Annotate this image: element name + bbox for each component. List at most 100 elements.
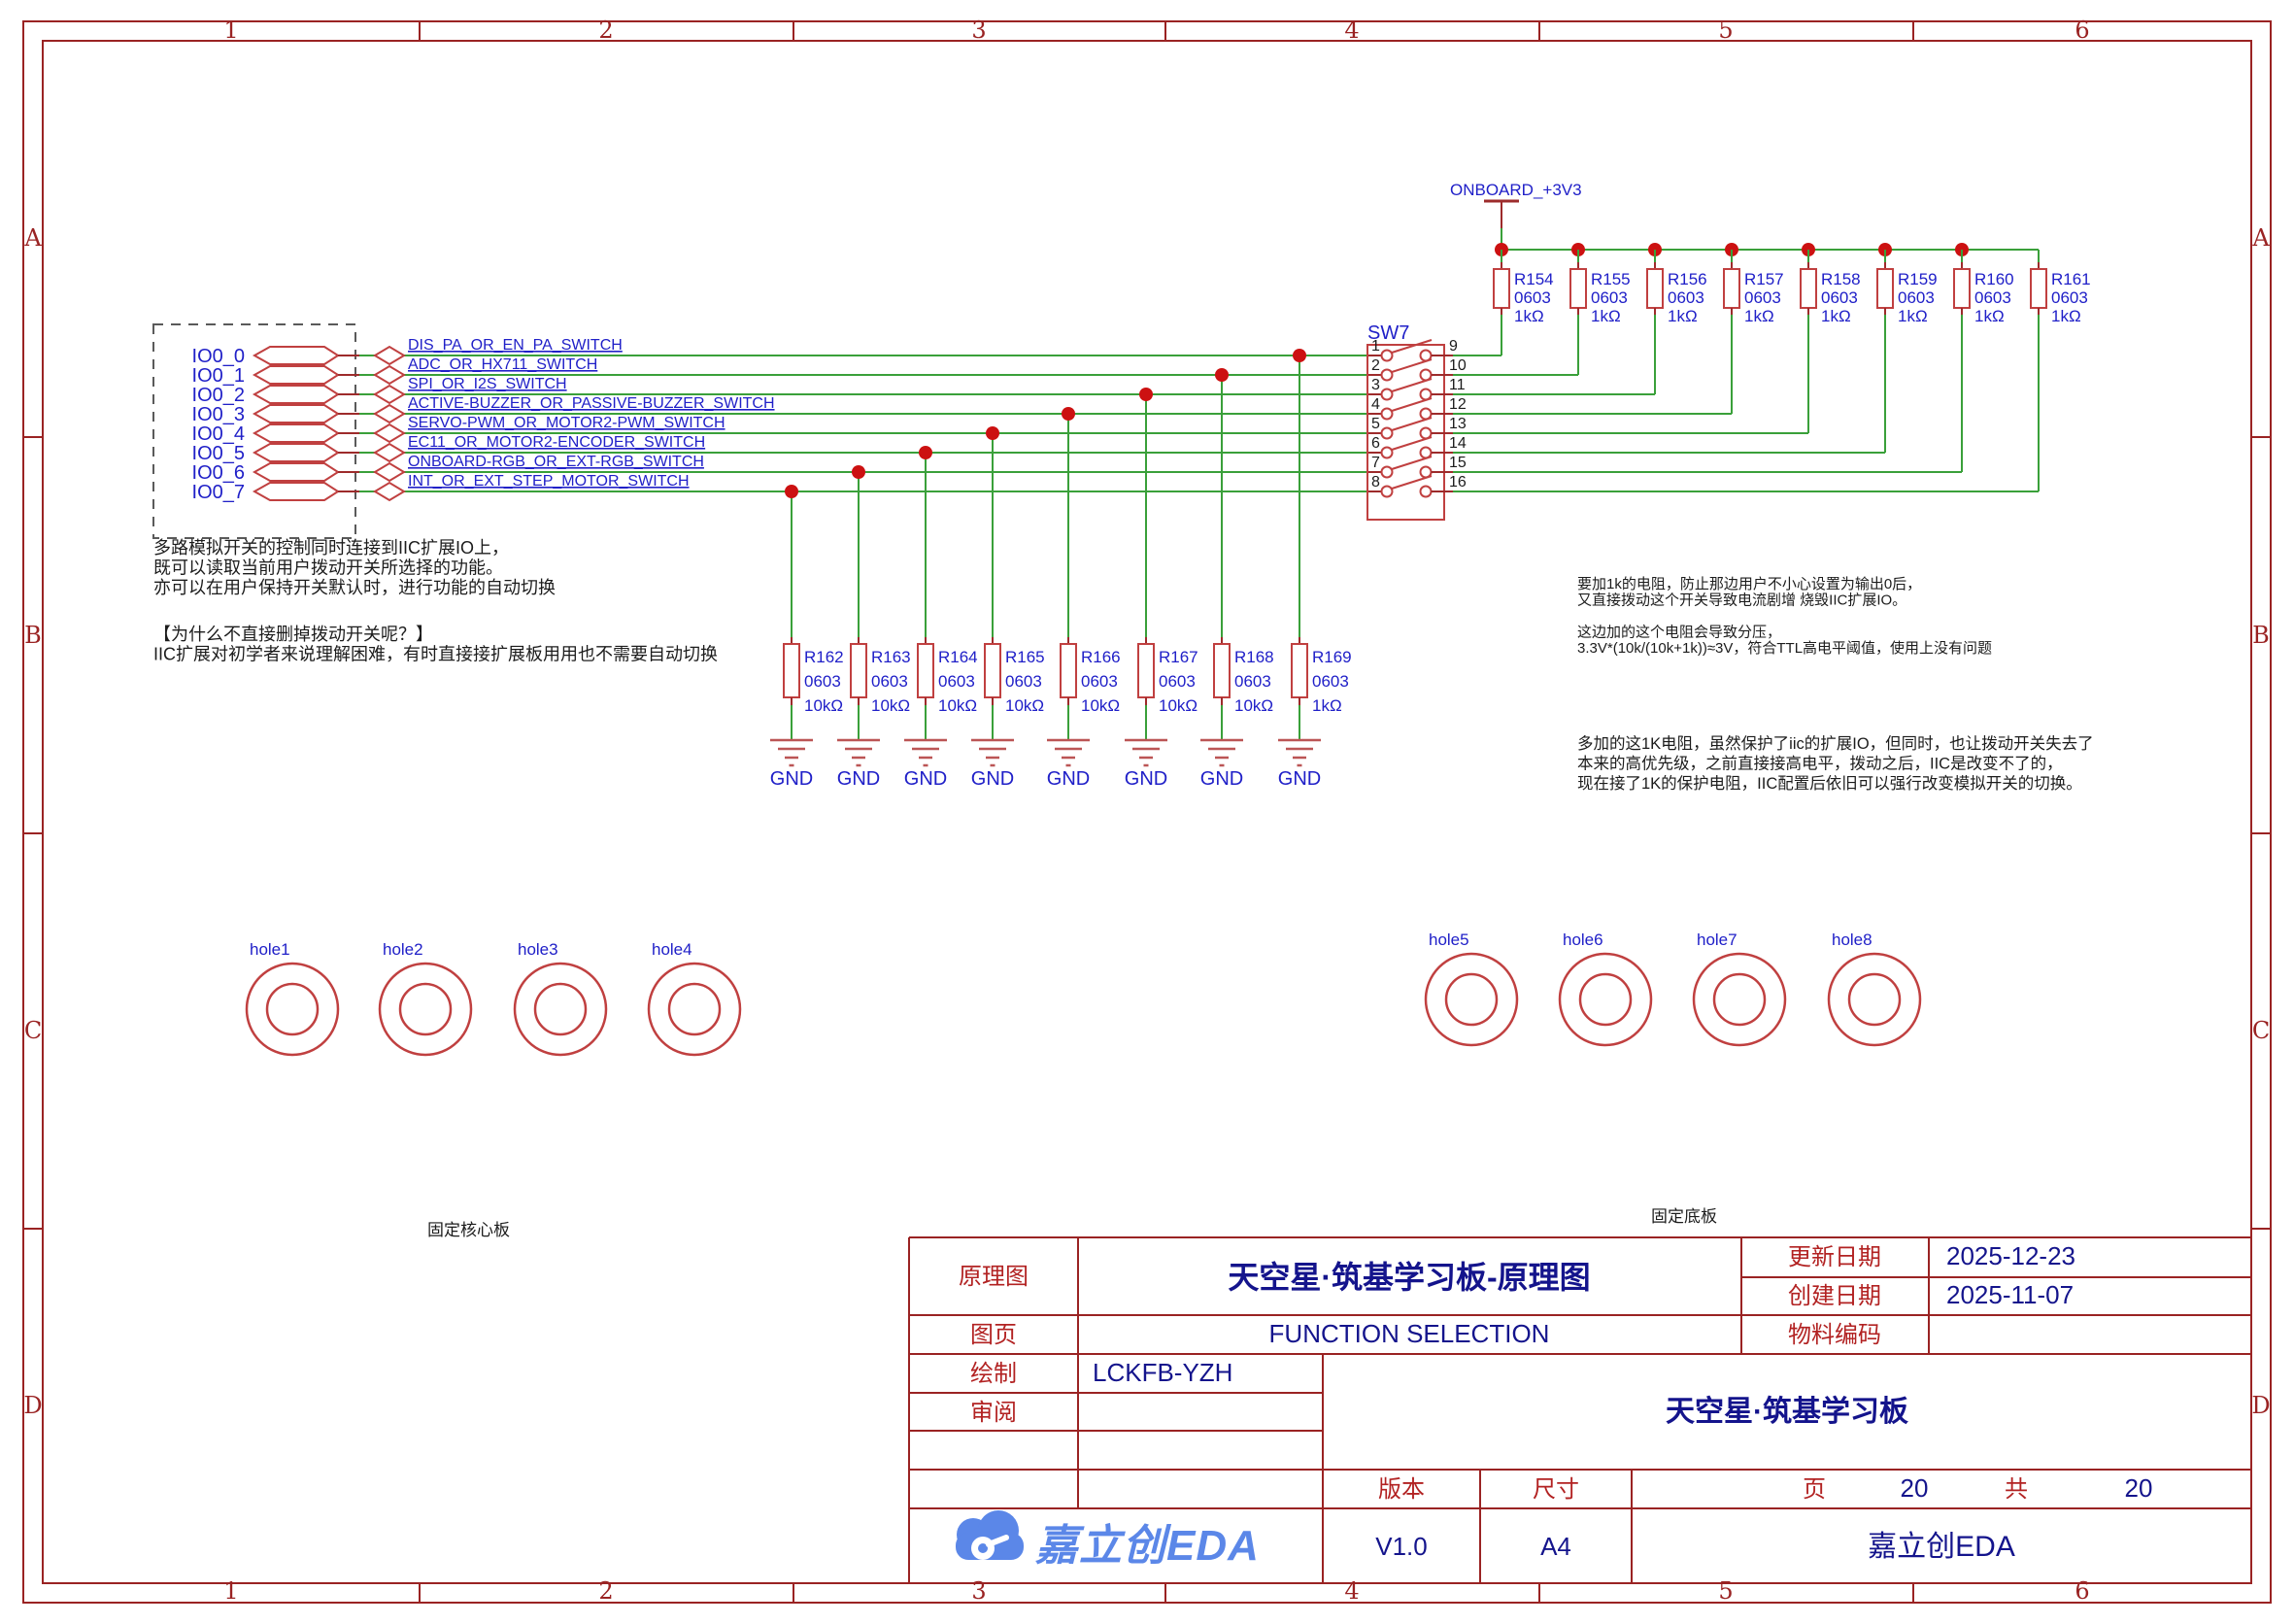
resistor-package-R164[interactable]: 0603: [938, 672, 975, 691]
sw7-lever[interactable]: [1391, 475, 1433, 490]
net-label-SPI_OR_I2S_SWITCH[interactable]: SPI_OR_I2S_SWITCH: [408, 376, 567, 392]
port-label-IO0_7[interactable]: IO0_7: [192, 482, 245, 503]
note-left1-line[interactable]: 多路模拟开关的控制同时连接到IIC扩展IO上，: [153, 538, 509, 558]
resistor-value-R156[interactable]: 1kΩ: [1668, 307, 1698, 325]
resistor-ref-R169[interactable]: R169: [1312, 648, 1352, 666]
resistor-package-R168[interactable]: 0603: [1234, 672, 1271, 691]
resistor-ref-R167[interactable]: R167: [1159, 648, 1198, 666]
hole-label-hole4[interactable]: hole4: [652, 940, 692, 959]
net-flag-icon[interactable]: [373, 481, 406, 502]
resistor-package-R161[interactable]: 0603: [2051, 288, 2088, 307]
resistor-package-R162[interactable]: 0603: [804, 672, 841, 691]
note-right1-line[interactable]: 又直接拨动这个开关导致电流剧增 烧毁IIC扩展IO。: [1577, 592, 1906, 609]
resistor-package-R169[interactable]: 0603: [1312, 672, 1349, 691]
hole-hole4[interactable]: [647, 962, 742, 1057]
resistor-package-R160[interactable]: 0603: [1974, 288, 2011, 307]
caption-fix-base-board[interactable]: 固定底板: [1651, 1207, 1717, 1226]
resistor-R168[interactable]: [1213, 643, 1231, 698]
resistor-R165[interactable]: [984, 643, 1001, 698]
hole-hole6[interactable]: [1558, 952, 1653, 1047]
resistor-R155[interactable]: [1569, 268, 1587, 309]
resistor-value-R166[interactable]: 10kΩ: [1081, 696, 1120, 715]
sw7-lever[interactable]: [1391, 339, 1433, 354]
sw7-contact[interactable]: [1380, 407, 1394, 421]
resistor-package-R167[interactable]: 0603: [1159, 672, 1196, 691]
titleblock-company[interactable]: 嘉立创EDA: [1868, 1531, 2015, 1563]
resistor-R156[interactable]: [1646, 268, 1664, 309]
resistor-ref-R159[interactable]: R159: [1898, 270, 1938, 288]
resistor-package-R166[interactable]: 0603: [1081, 672, 1118, 691]
resistor-package-R165[interactable]: 0603: [1005, 672, 1042, 691]
net-flag-icon[interactable]: [373, 461, 406, 483]
port-IO0_3[interactable]: [252, 404, 340, 423]
resistor-R161[interactable]: [2030, 268, 2047, 309]
resistor-R162[interactable]: [783, 643, 800, 698]
port-IO0_7[interactable]: [252, 482, 340, 501]
resistor-ref-R161[interactable]: R161: [2051, 270, 2091, 288]
sw7-lever[interactable]: [1391, 456, 1433, 470]
gnd-label[interactable]: GND: [1278, 768, 1321, 790]
net-flag-icon[interactable]: [373, 403, 406, 424]
titleblock-updated-date[interactable]: 2025-12-23: [1946, 1241, 2075, 1270]
resistor-R167[interactable]: [1137, 643, 1155, 698]
titleblock-created-date[interactable]: 2025-11-07: [1946, 1280, 2074, 1309]
resistor-value-R162[interactable]: 10kΩ: [804, 696, 843, 715]
port-label-IO0_3[interactable]: IO0_3: [192, 404, 245, 425]
resistor-value-R165[interactable]: 10kΩ: [1005, 696, 1044, 715]
titleblock-page-num[interactable]: 20: [1901, 1473, 1929, 1503]
sw7-contact[interactable]: [1380, 465, 1394, 479]
port-IO0_0[interactable]: [252, 346, 340, 365]
caption-fix-core-board[interactable]: 固定核心板: [427, 1221, 510, 1239]
hole-label-hole8[interactable]: hole8: [1832, 930, 1872, 949]
resistor-R154[interactable]: [1493, 268, 1510, 309]
resistor-package-R159[interactable]: 0603: [1898, 288, 1935, 307]
titleblock-sheet-name[interactable]: 天空星·筑基学习板-原理图: [1228, 1260, 1590, 1295]
titleblock-page-name[interactable]: FUNCTION SELECTION: [1269, 1319, 1550, 1348]
sw7-lever[interactable]: [1391, 397, 1433, 412]
net-label-ACTIVE-BUZZER_OR_PASSIVE-BUZZER_SWITCH[interactable]: ACTIVE-BUZZER_OR_PASSIVE-BUZZER_SWITCH: [408, 395, 775, 412]
port-label-IO0_6[interactable]: IO0_6: [192, 462, 245, 484]
port-IO0_4[interactable]: [252, 423, 340, 443]
net-flag-icon[interactable]: [373, 423, 406, 444]
port-label-IO0_1[interactable]: IO0_1: [192, 365, 245, 387]
net-label-DIS_PA_OR_EN_PA_SWITCH[interactable]: DIS_PA_OR_EN_PA_SWITCH: [408, 337, 623, 354]
sw7-contact[interactable]: [1419, 485, 1433, 498]
resistor-R160[interactable]: [1953, 268, 1971, 309]
port-label-IO0_4[interactable]: IO0_4: [192, 423, 245, 445]
net-label-SERVO-PWM_OR_MOTOR2-PWM_SWITCH[interactable]: SERVO-PWM_OR_MOTOR2-PWM_SWITCH: [408, 415, 725, 431]
hole-label-hole2[interactable]: hole2: [383, 940, 423, 959]
hole-label-hole1[interactable]: hole1: [250, 940, 290, 959]
resistor-ref-R158[interactable]: R158: [1821, 270, 1861, 288]
gnd-label[interactable]: GND: [904, 768, 947, 790]
resistor-package-R156[interactable]: 0603: [1668, 288, 1704, 307]
net-label-ONBOARD-RGB_OR_EXT-RGB_SWITCH[interactable]: ONBOARD-RGB_OR_EXT-RGB_SWITCH: [408, 454, 704, 470]
resistor-ref-R168[interactable]: R168: [1234, 648, 1274, 666]
port-label-IO0_2[interactable]: IO0_2: [192, 385, 245, 406]
hole-hole8[interactable]: [1827, 952, 1922, 1047]
gnd-label[interactable]: GND: [770, 768, 813, 790]
resistor-ref-R160[interactable]: R160: [1974, 270, 2014, 288]
resistor-ref-R166[interactable]: R166: [1081, 648, 1121, 666]
port-IO0_2[interactable]: [252, 385, 340, 404]
resistor-R159[interactable]: [1876, 268, 1894, 309]
titleblock-version[interactable]: V1.0: [1375, 1532, 1428, 1561]
port-label-IO0_5[interactable]: IO0_5: [192, 443, 245, 464]
sw7-contact[interactable]: [1380, 485, 1394, 498]
resistor-ref-R157[interactable]: R157: [1744, 270, 1784, 288]
net-flag-icon[interactable]: [373, 364, 406, 386]
sw7-contact[interactable]: [1380, 446, 1394, 459]
resistor-package-R154[interactable]: 0603: [1514, 288, 1551, 307]
resistor-value-R161[interactable]: 1kΩ: [2051, 307, 2081, 325]
resistor-package-R157[interactable]: 0603: [1744, 288, 1781, 307]
resistor-ref-R163[interactable]: R163: [871, 648, 911, 666]
hole-hole5[interactable]: [1424, 952, 1519, 1047]
hole-label-hole3[interactable]: hole3: [518, 940, 558, 959]
gnd-label[interactable]: GND: [1125, 768, 1167, 790]
hole-hole7[interactable]: [1692, 952, 1787, 1047]
sw7-lever[interactable]: [1391, 436, 1433, 451]
resistor-R158[interactable]: [1800, 268, 1817, 309]
net-flag-icon[interactable]: [373, 442, 406, 463]
resistor-package-R158[interactable]: 0603: [1821, 288, 1858, 307]
resistor-ref-R162[interactable]: R162: [804, 648, 844, 666]
titleblock-board-name[interactable]: 天空星·筑基学习板: [1666, 1395, 1908, 1428]
